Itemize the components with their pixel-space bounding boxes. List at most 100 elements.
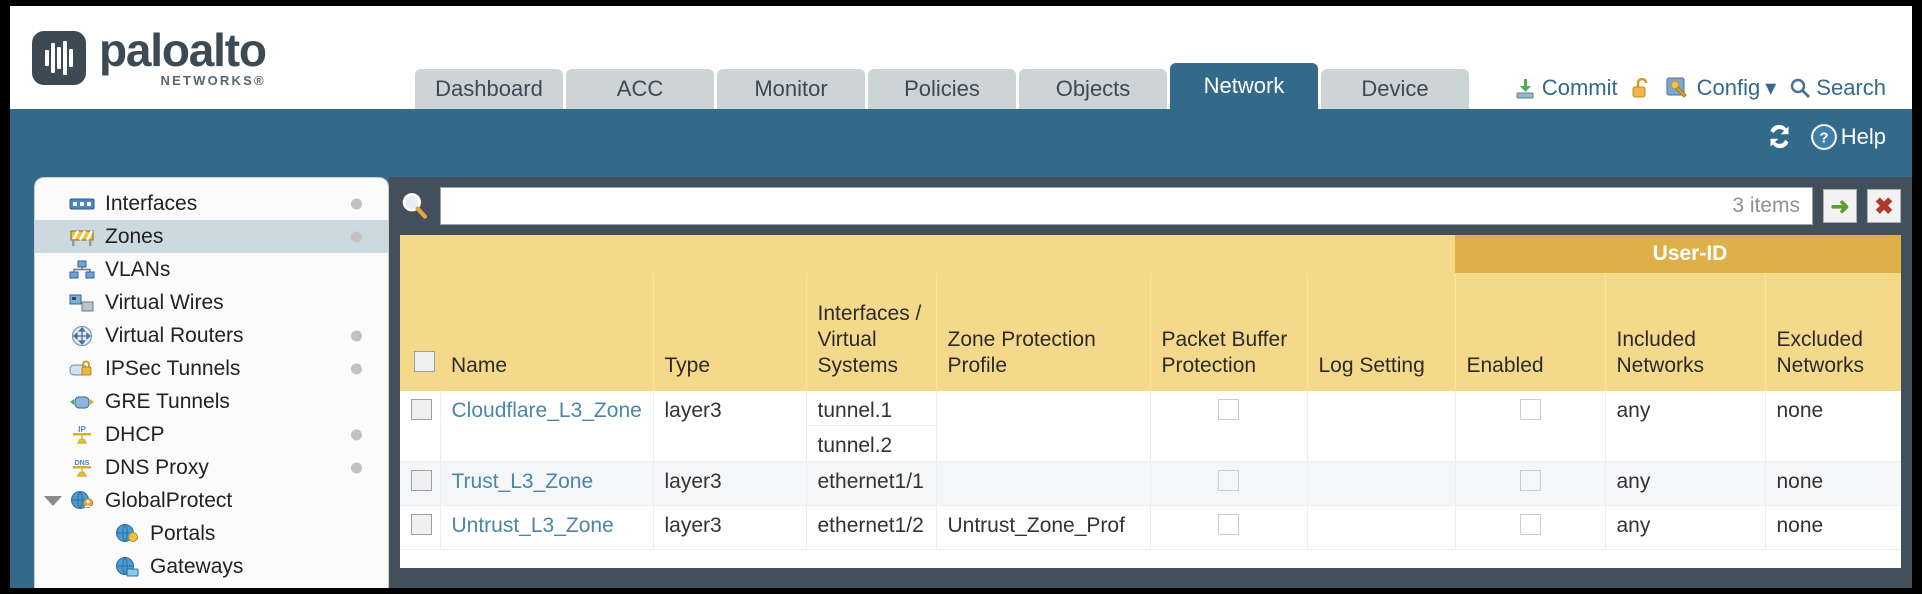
main-panel: 3 items ➜ ✖ User-ID (389, 177, 1912, 588)
sidebar-label: DNS Proxy (105, 455, 209, 479)
tab-device[interactable]: Device (1321, 69, 1469, 109)
cell-included-networks: any (1605, 461, 1766, 506)
column-header-zone-protection-profile[interactable]: Zone Protection Profile (936, 273, 1151, 391)
tab-policies[interactable]: Policies (868, 69, 1016, 109)
column-header-log-setting[interactable]: Log Setting (1307, 273, 1456, 391)
zones-table: User-ID Name Type Interfaces / Virtual S… (400, 235, 1901, 550)
table-row[interactable]: Cloudflare_L3_Zone layer3 tunnel.1 tunne… (400, 391, 1901, 462)
group-header-userid: User-ID (1455, 235, 1901, 273)
packet-buffer-protection-checkbox[interactable] (1218, 399, 1239, 420)
cell-excluded-networks: none (1765, 505, 1901, 550)
virtual-routers-icon (68, 325, 96, 347)
apply-filter-button[interactable]: ➜ (1823, 189, 1857, 223)
unlock-padlock-icon[interactable] (1631, 76, 1653, 100)
status-dot (351, 231, 362, 242)
column-header-type[interactable]: Type (653, 273, 807, 391)
brand-sub: NETWORKS® (160, 73, 266, 88)
interface-entry: ethernet1/2 (817, 514, 924, 537)
sidebar-item-virtual-routers[interactable]: Virtual Routers (35, 319, 388, 352)
vlans-icon (68, 259, 96, 281)
zone-link[interactable]: Untrust_L3_Zone (451, 514, 614, 537)
column-header-included-networks[interactable]: Included Networks (1605, 273, 1766, 391)
table-row[interactable]: Untrust_L3_Zone layer3 ethernet1/2 Untru… (400, 505, 1901, 550)
userid-enabled-checkbox[interactable] (1519, 399, 1541, 420)
sidebar-item-gateways[interactable]: Gateways (35, 550, 388, 583)
packet-buffer-protection-checkbox[interactable] (1218, 470, 1239, 491)
paloalto-logo: paloalto NETWORKS® (32, 27, 267, 88)
sub-toolbar: ? Help (10, 109, 1912, 177)
sidebar-label: Portals (150, 521, 216, 545)
tab-dashboard[interactable]: Dashboard (415, 69, 563, 109)
cell-name: Trust_L3_Zone (440, 461, 654, 506)
packet-buffer-protection-checkbox[interactable] (1218, 514, 1239, 535)
chevron-down-icon: ▾ (1765, 75, 1777, 100)
commit-button[interactable]: Commit (1513, 75, 1618, 101)
sidebar-item-virtual-wires[interactable]: Virtual Wires (35, 286, 388, 319)
zones-table-wrap: User-ID Name Type Interfaces / Virtual S… (400, 235, 1901, 568)
cell-type: layer3 (653, 461, 807, 506)
interface-entry: ethernet1/1 (817, 470, 924, 493)
column-header-enabled[interactable]: Enabled (1455, 273, 1606, 391)
group-header-row: User-ID (400, 235, 1901, 273)
help-button[interactable]: ? Help (1810, 124, 1886, 150)
column-header-interfaces[interactable]: Interfaces / Virtual Systems (806, 273, 937, 391)
zone-link[interactable]: Trust_L3_Zone (451, 470, 594, 493)
dhcp-icon: IP (68, 424, 96, 446)
tab-acc[interactable]: ACC (566, 69, 714, 109)
sidebar-item-gre-tunnels[interactable]: GRE Tunnels (35, 385, 388, 418)
column-header-name[interactable]: Name (440, 273, 654, 391)
sidebar-label: VLANs (105, 257, 171, 281)
sidebar-item-interfaces[interactable]: Interfaces (35, 187, 388, 220)
userid-enabled-checkbox[interactable] (1519, 470, 1541, 491)
column-header-packet-buffer-protection[interactable]: Packet Buffer Protection (1150, 273, 1308, 391)
row-select-cell (400, 391, 441, 462)
tab-network[interactable]: Network (1170, 63, 1318, 109)
sidebar-item-dns-proxy[interactable]: DNS DNS Proxy (35, 451, 388, 484)
cell-type: layer3 (653, 505, 807, 550)
sidebar-label: IPSec Tunnels (105, 356, 241, 380)
sidebar-item-globalprotect[interactable]: GlobalProtect (35, 484, 388, 517)
network-sidebar: Interfaces Zones VLANs Vir (34, 177, 389, 588)
config-key-icon (1666, 77, 1687, 98)
sidebar-item-ipsec-tunnels[interactable]: IPSec Tunnels (35, 352, 388, 385)
tab-monitor[interactable]: Monitor (717, 69, 865, 109)
zone-link[interactable]: Cloudflare_L3_Zone (451, 399, 642, 422)
status-dot (351, 462, 362, 473)
table-row[interactable]: Trust_L3_Zone layer3 ethernet1/1 (400, 461, 1901, 506)
config-button[interactable]: Config ▾ (1666, 75, 1777, 101)
filter-input[interactable]: 3 items (440, 187, 1813, 225)
cell-zone-protection-profile (936, 391, 1151, 462)
search-magnifier-icon[interactable] (400, 191, 430, 221)
svg-text:IP: IP (78, 425, 86, 434)
cell-excluded-networks: none (1765, 391, 1901, 462)
search-label: Search (1816, 75, 1886, 100)
row-select-cell (400, 505, 441, 550)
row-checkbox[interactable] (411, 399, 432, 420)
select-all-checkbox[interactable] (414, 351, 435, 372)
zones-barrier-icon (68, 226, 96, 248)
cell-zone-protection-profile: Untrust_Zone_Prof (936, 505, 1151, 550)
sidebar-item-zones[interactable]: Zones (35, 220, 388, 253)
sidebar-label: Virtual Routers (105, 323, 244, 347)
tab-objects[interactable]: Objects (1019, 69, 1167, 109)
row-checkbox[interactable] (411, 470, 432, 491)
ipsec-tunnels-icon (68, 358, 96, 380)
sidebar-item-dhcp[interactable]: IP DHCP (35, 418, 388, 451)
search-button[interactable]: Search (1789, 75, 1886, 101)
group-header-blank (400, 235, 1455, 273)
cell-included-networks: any (1605, 391, 1766, 462)
cell-log-setting (1307, 505, 1456, 550)
clear-filter-button[interactable]: ✖ (1867, 189, 1901, 223)
sidebar-item-portals[interactable]: Portals (35, 517, 388, 550)
sidebar-item-vlans[interactable]: VLANs (35, 253, 388, 286)
refresh-icon[interactable] (1766, 123, 1793, 150)
svg-text:DNS: DNS (75, 460, 90, 467)
cell-log-setting (1307, 391, 1456, 462)
row-checkbox[interactable] (411, 514, 432, 535)
column-header-excluded-networks[interactable]: Excluded Networks (1765, 273, 1901, 391)
userid-enabled-checkbox[interactable] (1519, 514, 1541, 535)
app-header: paloalto NETWORKS® Dashboard ACC Monitor… (10, 6, 1912, 109)
interfaces-icon (68, 193, 96, 215)
status-dot (351, 429, 362, 440)
expand-caret-icon[interactable] (44, 495, 62, 506)
